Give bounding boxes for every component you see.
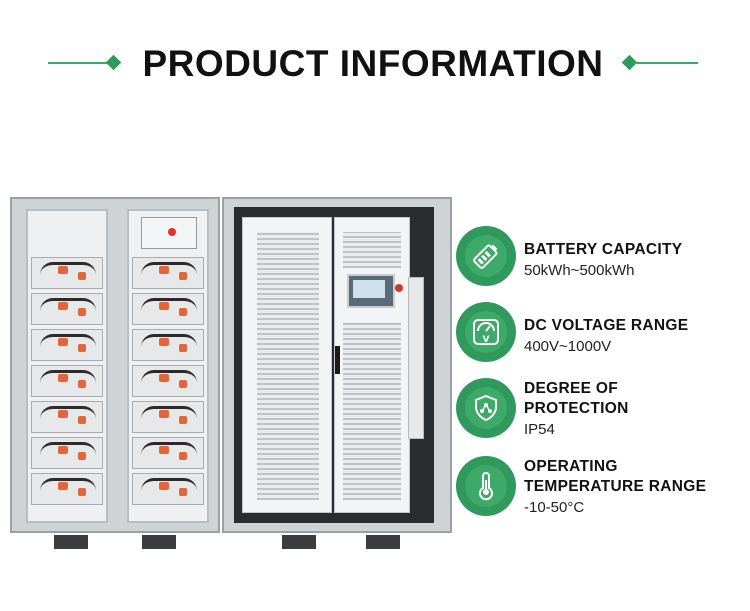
battery-rack <box>127 209 209 523</box>
battery-module <box>31 293 103 325</box>
battery-module <box>31 437 103 469</box>
battery-rack <box>26 209 108 523</box>
battery-module <box>132 293 204 325</box>
spec-dc-voltage-range: V DC VOLTAGE RANGE 400V~1000V <box>456 302 750 362</box>
battery-module <box>132 329 204 361</box>
spec-badge <box>456 456 516 516</box>
diamond-icon <box>105 54 122 71</box>
spec-badge: V <box>456 302 516 362</box>
spec-badge <box>456 226 516 286</box>
cabinet-foot <box>54 535 88 549</box>
spec-value: 50kWh~500kWh <box>524 262 635 279</box>
thermometer-icon <box>465 465 507 507</box>
header-right-line <box>634 62 698 64</box>
battery-module <box>31 473 103 505</box>
battery-icon <box>465 235 507 277</box>
battery-module <box>132 473 204 505</box>
battery-module <box>31 365 103 397</box>
pcs-cabinet <box>222 197 452 533</box>
spec-label-line-1: DEGREE OF <box>524 380 618 397</box>
page-title: PRODUCT INFORMATION <box>142 43 604 84</box>
pcs-door-left <box>242 217 332 513</box>
vent-grille <box>257 232 319 500</box>
battery-module <box>31 257 103 289</box>
vent-grille <box>343 322 401 500</box>
side-panel <box>408 277 424 439</box>
pcs-door-right <box>334 217 410 513</box>
battery-module <box>132 257 204 289</box>
section-header: PRODUCT INFORMATION <box>0 40 750 88</box>
spec-label-line-2: PROTECTION <box>524 400 629 417</box>
spec-label-line-2: TEMPERATURE RANGE <box>524 478 707 495</box>
spec-badge <box>456 378 516 438</box>
cabinet-foot <box>142 535 176 549</box>
spec-operating-temperature-range: OPERATING TEMPERATURE RANGE -10-50°C <box>456 456 750 516</box>
spec-value: 400V~1000V <box>524 338 612 355</box>
energy-storage-cabinet-image <box>10 195 455 557</box>
cabinet-foot <box>366 535 400 549</box>
pcs-inner-frame <box>234 207 434 523</box>
cabinet-foot <box>282 535 316 549</box>
emergency-stop-icon <box>395 284 403 292</box>
header-left-line <box>48 62 112 64</box>
battery-module <box>31 329 103 361</box>
battery-module <box>132 401 204 433</box>
spec-label: DC VOLTAGE RANGE <box>524 317 689 334</box>
battery-module <box>132 437 204 469</box>
battery-module <box>31 401 103 433</box>
voltmeter-icon: V <box>465 311 507 353</box>
door-handle <box>335 346 340 374</box>
hmi-screen <box>347 274 395 308</box>
spec-battery-capacity: BATTERY CAPACITY 50kWh~500kWh <box>456 226 750 286</box>
battery-module <box>132 365 204 397</box>
spec-value: IP54 <box>524 421 555 438</box>
control-box <box>141 217 197 249</box>
spec-label-line-1: OPERATING <box>524 458 618 475</box>
spec-degree-of-protection: DEGREE OF PROTECTION IP54 <box>456 378 750 438</box>
spec-label: BATTERY CAPACITY <box>524 241 683 258</box>
spec-value: -10-50°C <box>524 499 585 516</box>
vent-grille <box>343 232 401 268</box>
battery-cabinet <box>10 197 220 533</box>
svg-text:V: V <box>483 335 490 345</box>
shield-icon <box>465 387 507 429</box>
